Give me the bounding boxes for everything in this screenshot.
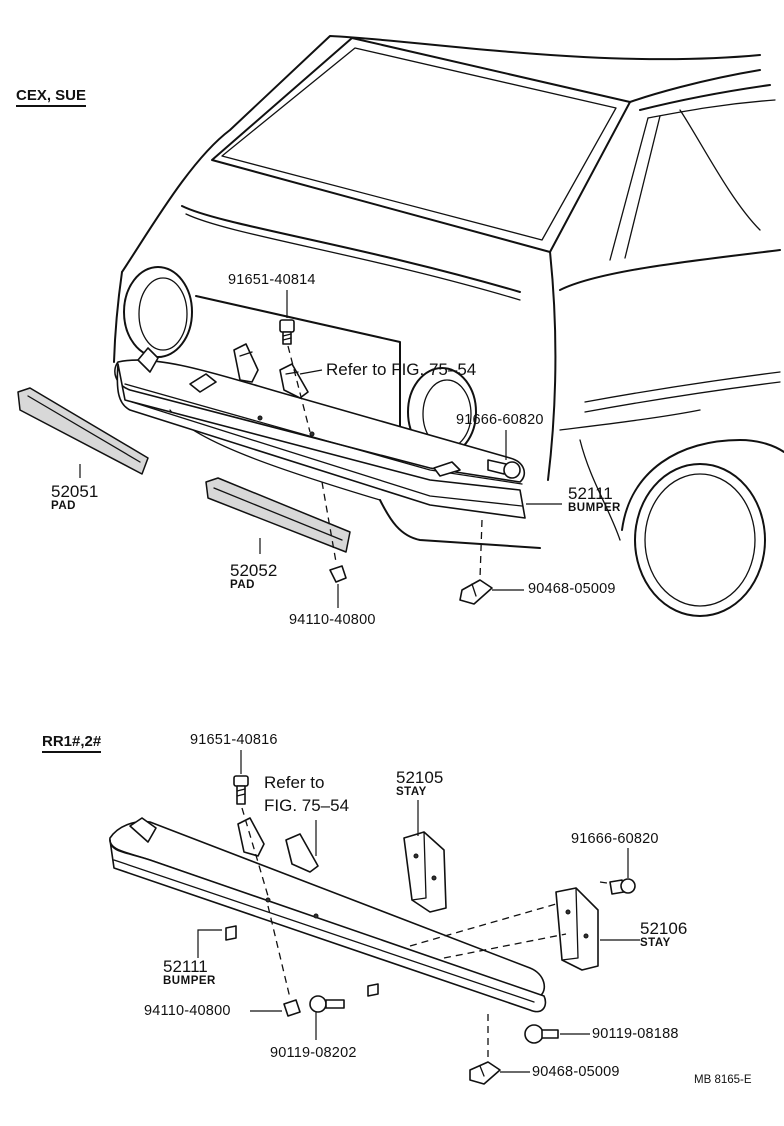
label-stay-52105-name: STAY (396, 786, 427, 798)
label-top-bumper-name: BUMPER (568, 502, 621, 514)
label-pad-52052-name: PAD (230, 579, 255, 591)
label-bottom-clip: 90468-05009 (532, 1064, 620, 1080)
label-bottom-nut: 94110-40800 (144, 1003, 231, 1019)
label-bottom-bolt2: 90119-08202 (270, 1045, 357, 1061)
bottom-brackets (237, 817, 319, 873)
label-bottom-ref-1: Refer to (264, 773, 325, 792)
label-top-bumper-num: 52111 (568, 484, 613, 503)
top-screw-icon (487, 459, 521, 479)
bottom-clip-icon (469, 1061, 501, 1085)
stay-52106 (555, 887, 599, 971)
label-top-bolt: 91651-40814 (228, 272, 316, 288)
top-bumper (114, 347, 526, 519)
drawing-code: MB 8165-E (694, 1074, 752, 1086)
section-title-rr1-2: RR1#,2# (42, 734, 102, 753)
label-bottom-bumper-name: BUMPER (163, 975, 216, 987)
label-bottom-bumper-num: 52111 (163, 957, 208, 976)
label-bottom-bolt: 91651-40816 (190, 732, 278, 748)
label-stay-52105-num: 52105 (396, 768, 444, 787)
bottom-screw-icon (609, 878, 636, 895)
label-pad-52051-num: 52051 (51, 482, 99, 501)
bottom-bolt3-icon (524, 1024, 559, 1044)
bottom-bolt-icon (233, 775, 249, 805)
label-bottom-ref-2: FIG. 75–54 (264, 796, 350, 815)
pad-52052 (205, 477, 351, 553)
bottom-bumper (109, 817, 547, 1013)
label-pad-52051-name: PAD (51, 500, 76, 512)
section-title-cex-sue: CEX, SUE (16, 88, 87, 107)
stay-52105 (403, 831, 447, 913)
label-pad-52052-num: 52052 (230, 561, 278, 580)
label-top-screw: 91666-60820 (456, 412, 544, 428)
top-bolt-icon (279, 319, 295, 345)
top-nut-icon (329, 565, 347, 583)
label-top-clip: 90468-05009 (528, 581, 616, 597)
label-top-ref: Refer to FIG. 75–54 (326, 360, 477, 379)
bottom-bolt2-icon (309, 995, 345, 1013)
label-bottom-screw: 91666-60820 (571, 831, 659, 847)
vehicle-rear-body (113, 35, 784, 617)
label-stay-52106-num: 52106 (640, 919, 688, 938)
label-stay-52106-name: STAY (640, 937, 671, 949)
top-brackets (233, 343, 309, 399)
bottom-nut-icon (283, 999, 301, 1017)
pad-52051 (17, 387, 149, 475)
label-bottom-bolt3: 90119-08188 (592, 1026, 679, 1042)
label-top-nut: 94110-40800 (289, 612, 376, 628)
top-clip-icon (459, 579, 493, 605)
